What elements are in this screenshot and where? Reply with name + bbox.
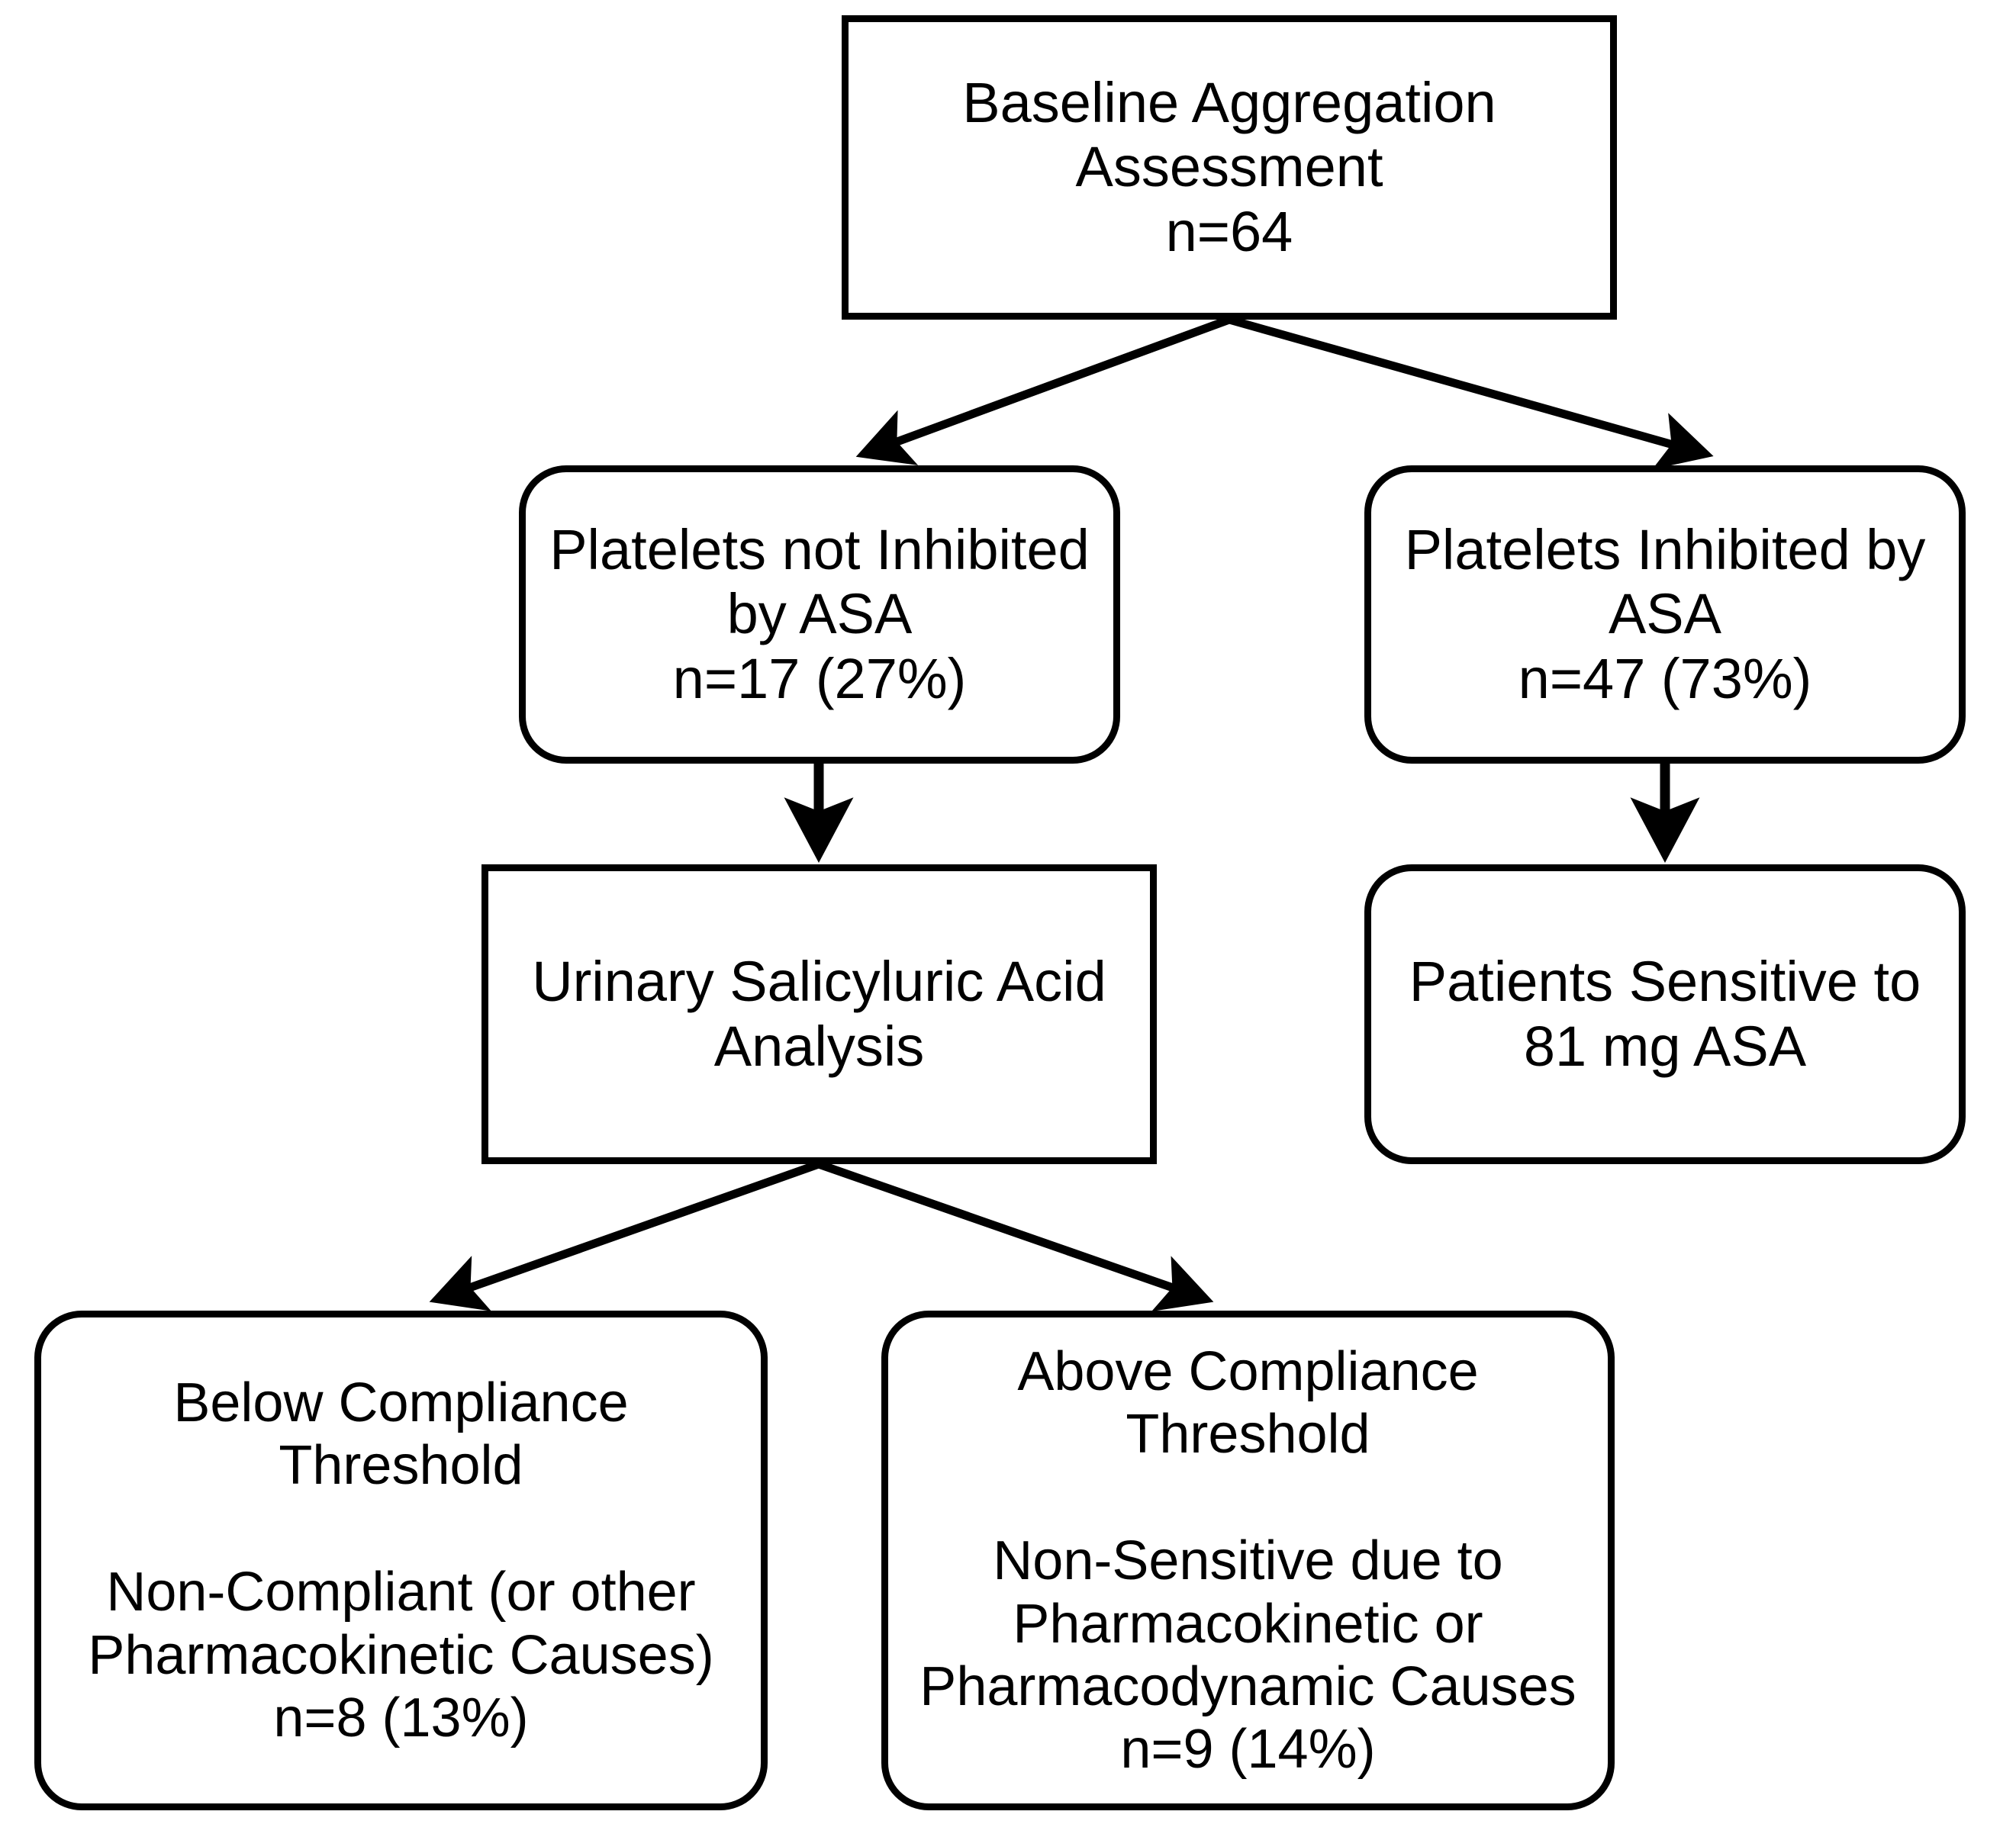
- node-patients-sensitive-to-asa[interactable]: Patients Sensitive to 81 mg ASA: [1364, 864, 1966, 1164]
- node-line: Analysis: [713, 1014, 925, 1078]
- node-text-block: Platelets not Inhibited by ASA n=17 (27%…: [526, 518, 1113, 711]
- node-line: Pharmacokinetic Causes): [88, 1624, 714, 1686]
- edge-baseline-to-inhibited: [1228, 315, 1714, 470]
- node-above-compliance-threshold[interactable]: Above Compliance Threshold Non-Sensitive…: [881, 1311, 1615, 1810]
- node-line: Baseline Aggregation: [962, 70, 1496, 134]
- node-text-block: Urinary Salicyluric Acid Analysis: [488, 950, 1150, 1079]
- node-line: Threshold: [1126, 1404, 1370, 1465]
- node-text-block: Platelets Inhibited by ASA n=47 (73%): [1371, 518, 1959, 711]
- node-text-block: Below Compliance Threshold Non-Compliant…: [41, 1372, 761, 1749]
- node-line: 81 mg ASA: [1523, 1014, 1807, 1078]
- node-text-block: Baseline Aggregation Assessment n=64: [849, 71, 1610, 264]
- node-line: Platelets not Inhibited: [549, 517, 1090, 581]
- node-line: Platelets Inhibited by: [1404, 517, 1926, 581]
- node-line: Assessment: [1075, 135, 1383, 199]
- node-platelets-not-inhibited[interactable]: Platelets not Inhibited by ASA n=17 (27%…: [519, 465, 1120, 764]
- edge-baseline-to-not-inhibited: [855, 315, 1231, 465]
- node-count-label: n=8 (13%): [273, 1687, 529, 1749]
- node-line: by ASA: [726, 582, 913, 646]
- node-line: Pharmacodynamic Causes: [919, 1655, 1576, 1717]
- node-count-label: n=17 (27%): [672, 646, 967, 710]
- node-line: ASA: [1608, 582, 1722, 646]
- node-text-block: Above Compliance Threshold Non-Sensitive…: [888, 1340, 1608, 1780]
- node-line: Pharmacokinetic or: [1013, 1593, 1483, 1655]
- node-count-label: n=47 (73%): [1518, 646, 1812, 710]
- node-line-spacer: [899, 1465, 1597, 1530]
- node-baseline-aggregation-assessment[interactable]: Baseline Aggregation Assessment n=64: [842, 15, 1617, 320]
- node-line: Patients Sensitive to: [1409, 950, 1921, 1014]
- edge-urinary-to-below: [429, 1160, 820, 1311]
- node-line-spacer: [52, 1497, 750, 1561]
- node-urinary-salicyluric-acid-analysis[interactable]: Urinary Salicyluric Acid Analysis: [481, 864, 1157, 1164]
- node-below-compliance-threshold[interactable]: Below Compliance Threshold Non-Compliant…: [34, 1311, 768, 1810]
- node-count-label: n=9 (14%): [1120, 1718, 1376, 1780]
- node-line: Above Compliance: [1017, 1341, 1479, 1403]
- node-line: Urinary Salicyluric Acid: [532, 950, 1106, 1014]
- node-line: Non-Sensitive due to: [993, 1530, 1503, 1592]
- edge-urinary-to-above: [817, 1160, 1214, 1312]
- node-line: Non-Compliant (or other: [106, 1562, 696, 1623]
- node-line: Threshold: [279, 1435, 523, 1497]
- node-count-label: n=64: [1165, 199, 1293, 263]
- node-line: Below Compliance: [173, 1372, 629, 1434]
- node-text-block: Patients Sensitive to 81 mg ASA: [1371, 950, 1959, 1079]
- node-platelets-inhibited[interactable]: Platelets Inhibited by ASA n=47 (73%): [1364, 465, 1966, 764]
